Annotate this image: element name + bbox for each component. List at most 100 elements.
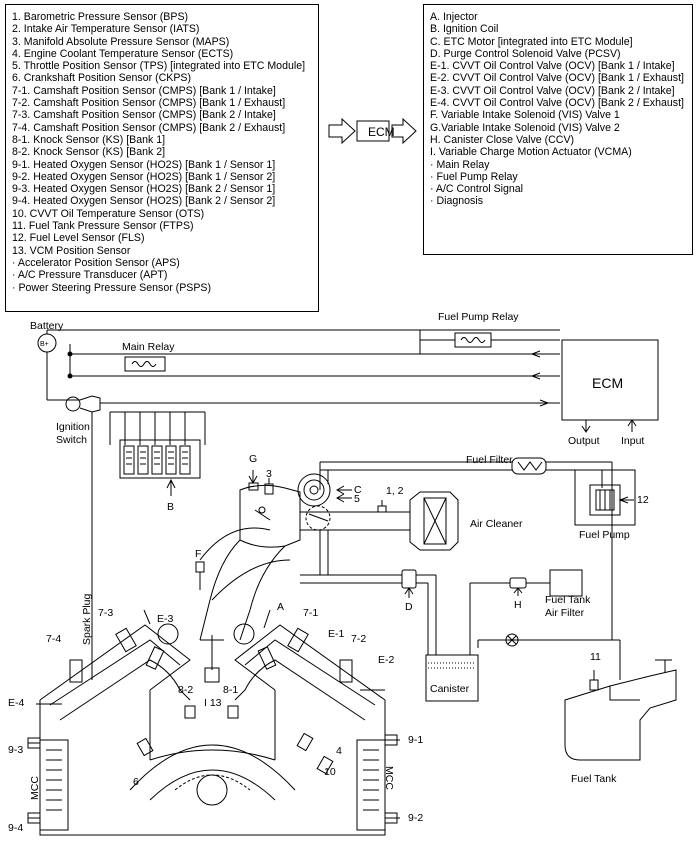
ecm-center-label: ECM xyxy=(368,125,395,139)
input-sensor-item: 13. VCM Position Sensor xyxy=(12,244,131,257)
ignition-switch-label-1: Ignition xyxy=(56,421,90,433)
label-11: 11 xyxy=(590,651,601,663)
input-sensor-item: 2. Intake Air Temperature Sensor (IATS) xyxy=(12,23,200,36)
output-actuator-item: H. Canister Close Valve (CCV) xyxy=(430,133,575,146)
input-sensor-item: 8-2. Knock Sensor (KS) [Bank 2] xyxy=(12,146,166,159)
label-e1: E-1 xyxy=(328,628,345,640)
label-g: G xyxy=(249,453,257,465)
input-sensor-item: 8-1. Knock Sensor (KS) [Bank 1] xyxy=(12,133,166,146)
label-7-3: 7-3 xyxy=(98,607,113,619)
battery-symbol-label: B+ xyxy=(40,341,49,348)
output-actuator-item: I. Variable Charge Motion Actuator (VCMA… xyxy=(430,146,632,159)
main-relay-label: Main Relay xyxy=(122,341,175,353)
label-i-13: I 13 xyxy=(204,697,222,709)
input-sensor-item: 10. CVVT Oil Temperature Sensor (OTS) xyxy=(12,207,205,220)
output-label: Output xyxy=(568,435,600,447)
label-7-4: 7-4 xyxy=(46,633,61,645)
input-sensor-list-box: 1. Barometric Pressure Sensor (BPS)2. In… xyxy=(5,4,319,312)
input-sensor-list: 1. Barometric Pressure Sensor (BPS)2. In… xyxy=(6,5,318,294)
output-actuator-item: D. Purge Control Solenoid Valve (PCSV) xyxy=(430,47,621,60)
fuel-filter-label: Fuel Filter xyxy=(466,454,513,466)
label-6: 6 xyxy=(133,776,139,788)
label-3: 3 xyxy=(266,468,272,480)
input-sensor-item: 7-2. Camshaft Position Sensor (CMPS) [Ba… xyxy=(12,97,286,110)
input-label: Input xyxy=(621,435,644,447)
input-sensor-item: 7-3. Camshaft Position Sensor (CMPS) [Ba… xyxy=(12,109,276,122)
output-actuator-item: E-1. CVVT Oil Control Valve (OCV) [Bank … xyxy=(430,60,675,73)
fuel-tank-air-filter-icon xyxy=(549,569,583,597)
label-4: 4 xyxy=(336,745,342,757)
ecm-box xyxy=(561,339,659,421)
air-cleaner-icon xyxy=(409,491,459,551)
mcc-label-left: MCC xyxy=(29,776,41,800)
arrow-in-icon xyxy=(328,117,356,145)
arrow-out-icon xyxy=(391,117,417,145)
output-actuator-item: C. ETC Motor [integrated into ETC Module… xyxy=(430,35,633,48)
input-sensor-item: 6. Crankshaft Position Sensor (CKPS) xyxy=(12,72,191,85)
label-h: H xyxy=(514,599,522,611)
label-a: A xyxy=(277,601,284,613)
output-actuator-item: E-2. CVVT Oil Control Valve (OCV) [Bank … xyxy=(430,72,684,85)
mcc-label-right: MCC xyxy=(383,766,395,790)
label-b: B xyxy=(167,501,174,513)
etc-motor-icon xyxy=(297,473,331,507)
spark-plug-label: Spark Plug xyxy=(81,593,93,645)
label-9-1: 9-1 xyxy=(408,734,423,746)
output-actuator-item: · Diagnosis xyxy=(430,195,483,208)
main-relay-icon xyxy=(124,356,166,372)
canister-icon xyxy=(425,654,479,702)
input-sensor-item: 7-4. Camshaft Position Sensor (CMPS) [Ba… xyxy=(12,121,286,134)
input-sensor-item: 9-1. Heated Oxygen Sensor (HO2S) [Bank 1… xyxy=(12,158,276,171)
label-7-1: 7-1 xyxy=(303,607,318,619)
output-actuator-item: · A/C Control Signal xyxy=(430,183,524,196)
engine-block-icon xyxy=(39,624,386,836)
output-actuator-item: E-4. CVVT Oil Control Valve (OCV) [Bank … xyxy=(430,97,684,110)
input-sensor-item: 5. Throttle Position Sensor (TPS) [integ… xyxy=(12,60,306,73)
label-7-2: 7-2 xyxy=(351,633,366,645)
fuel-tank-air-filter-label-1: Fuel Tank xyxy=(545,594,591,606)
ignition-coil-pack-icon xyxy=(119,439,201,479)
label-e3: E-3 xyxy=(157,613,174,625)
ecm-center-box xyxy=(356,120,390,142)
label-e2: E-2 xyxy=(378,654,395,666)
ignition-switch-icon xyxy=(65,396,81,412)
output-actuator-item: · Main Relay xyxy=(430,158,490,171)
input-sensor-item: · A/C Pressure Transducer (APT) xyxy=(12,269,168,282)
canister-close-valve-icon xyxy=(509,577,527,589)
label-9-3: 9-3 xyxy=(8,744,23,756)
ecm-label: ECM xyxy=(592,375,623,391)
input-sensor-item: 9-4. Heated Oxygen Sensor (HO2S) [Bank 2… xyxy=(12,195,276,208)
label-f: F xyxy=(195,548,201,560)
input-sensor-item: 3. Manifold Absolute Pressure Sensor (MA… xyxy=(12,35,230,48)
input-sensor-item: 7-1. Camshaft Position Sensor (CMPS) [Ba… xyxy=(12,84,276,97)
input-sensor-item: · Accelerator Position Sensor (APS) xyxy=(12,256,180,269)
input-sensor-item: 9-3. Heated Oxygen Sensor (HO2S) [Bank 2… xyxy=(12,183,276,196)
label-12: 12 xyxy=(637,494,649,506)
label-5: 5 xyxy=(354,493,360,505)
output-actuator-item: B. Ignition Coil xyxy=(430,23,499,36)
fuel-tank-icon xyxy=(564,669,677,761)
fuel-tank-label: Fuel Tank xyxy=(571,773,617,785)
input-sensor-item: 4. Engine Coolant Temperature Sensor (EC… xyxy=(12,47,234,60)
label-8-1: 8-1 xyxy=(223,684,238,696)
output-actuator-item: A. Injector xyxy=(430,11,478,23)
air-cleaner-label: Air Cleaner xyxy=(470,518,523,530)
rollover-valve-icon xyxy=(505,633,519,647)
canister-label: Canister xyxy=(430,683,470,695)
output-actuator-item: E-3. CVVT Oil Control Valve (OCV) [Bank … xyxy=(430,84,675,97)
throttle-valve-icon xyxy=(305,505,331,531)
fuel-pump-label: Fuel Pump xyxy=(579,529,630,541)
label-10: 10 xyxy=(324,766,336,778)
input-sensor-item: · Power Steering Pressure Sensor (PSPS) xyxy=(12,281,212,294)
purge-control-valve-icon xyxy=(401,569,417,589)
fuel-tank-air-filter-label-2: Air Filter xyxy=(545,607,585,619)
label-c: C xyxy=(354,484,362,496)
output-actuator-item: · Fuel Pump Relay xyxy=(430,170,518,183)
label-9-4: 9-4 xyxy=(8,822,23,834)
fuel-pump-relay-label: Fuel Pump Relay xyxy=(438,311,519,323)
ignition-switch-label-2: Switch xyxy=(56,434,87,446)
input-sensor-item: 1. Barometric Pressure Sensor (BPS) xyxy=(12,11,189,23)
